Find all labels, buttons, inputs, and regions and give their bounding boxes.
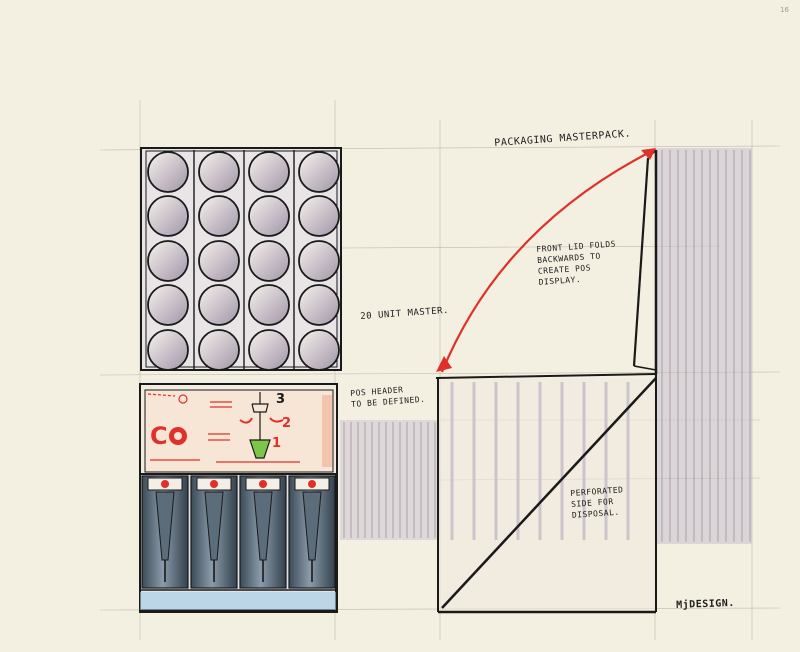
masterpack-front-box [435,149,658,614]
bottle-cap [147,151,189,193]
designer-signature: MjDESIGN. [676,597,736,611]
masterpack-back-panel [656,148,752,544]
bottle-cap [298,151,340,193]
bottle-cap [298,195,340,237]
bottle-cap [248,329,290,371]
front-lid-note: FRONT LID FOLDS BACKWARDS TO CREATE POS … [536,239,617,287]
bottle-cap [198,284,240,326]
bottle-bays [141,475,336,589]
perforation-line [441,377,657,609]
bottle-cap [198,151,240,193]
step-three-label: 3 [276,392,286,407]
bottle-cap-grid [147,151,340,371]
step-graphic [239,392,284,459]
bottle-cap [198,240,240,282]
bottle-cap [198,195,240,237]
bottle-cap [298,284,340,326]
bottle-cap [298,329,340,371]
fold-arrow [436,148,656,373]
bottle-cap [298,240,340,282]
bottle-cap [248,151,290,193]
bottle-cap [248,284,290,326]
bottle-cap [248,195,290,237]
step-two-label: 2 [282,416,292,431]
unit-master-top-view [140,147,342,371]
step-one-label: 1 [272,436,282,451]
bottle-cap [147,284,189,326]
bottle-cap [147,240,189,282]
pos-display-front [139,383,338,613]
masterpack-side-panel [340,420,440,540]
bottle-cap [147,195,189,237]
bottle-cap [147,329,189,371]
bottle-cap [198,329,240,371]
bottle-cap [248,240,290,282]
page-number: 16 [780,6,789,14]
brand-logo-letter: C [150,422,168,450]
perforated-side-note: PERFORATED SIDE FOR DISPOSAL. [570,485,624,520]
